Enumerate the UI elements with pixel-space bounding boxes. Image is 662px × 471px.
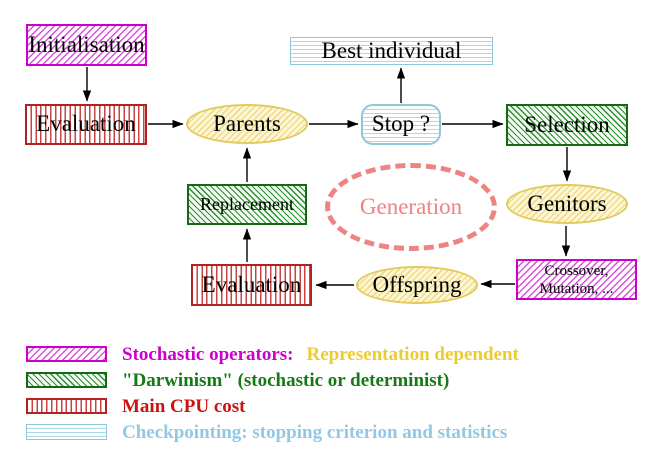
node-initialisation: Initialisation [26,24,147,66]
node-stop: Stop ? [361,104,441,145]
node-initialisation-label: Initialisation [28,31,145,57]
legend-checkpoint-text: Checkpointing: stopping criterion and st… [122,422,508,443]
node-parents: Parents [186,104,308,144]
node-best-individual-label: Best individual [321,37,462,63]
generation-label: Generation [359,194,463,219]
node-evaluation-bottom: Evaluation [191,264,312,306]
legend-item-darwinism: "Darwinism" (stochastic or determinist) [122,370,449,392]
node-genitors: Genitors [506,184,628,224]
legend-swatch-stochastic [26,346,107,362]
legend-swatch-darwinism [26,372,107,388]
node-genitors-label: Genitors [527,190,607,216]
node-evaluation-bottom-label: Evaluation [201,271,302,297]
node-crossover-line1: Crossover, [544,262,609,279]
node-selection: Selection [506,104,628,146]
node-selection-label: Selection [524,111,610,137]
node-offspring: Offspring [356,266,478,304]
node-offspring-label: Offspring [372,271,462,297]
legend-representation-text: Representation dependent [306,344,519,365]
legend-item-checkpoint: Checkpointing: stopping criterion and st… [122,422,507,444]
node-evaluation-top: Evaluation [25,104,147,145]
legend-swatch-checkpoint [26,424,107,440]
legend-stochastic-text: Stochastic operators: [122,344,294,365]
node-crossover-line2: Mutation, ... [539,280,614,297]
legend-item-cpu: Main CPU cost [122,396,245,418]
legend-cpu-text: Main CPU cost [122,396,246,417]
node-crossover-mutation: Crossover, Mutation, ... [516,259,637,300]
node-replacement-label: Replacement [200,194,294,215]
legend-darwinism-text: "Darwinism" (stochastic or determinist) [122,370,450,391]
node-replacement: Replacement [187,184,307,225]
legend-item-stochastic: Stochastic operators: Representation depe… [122,344,519,366]
node-best-individual: Best individual [290,37,493,65]
node-evaluation-top-label: Evaluation [36,111,136,137]
node-stop-label: Stop ? [371,111,431,137]
generation-loop-ellipse: Generation [325,163,497,251]
legend-swatch-cpu [26,398,107,414]
node-parents-label: Parents [213,110,281,136]
